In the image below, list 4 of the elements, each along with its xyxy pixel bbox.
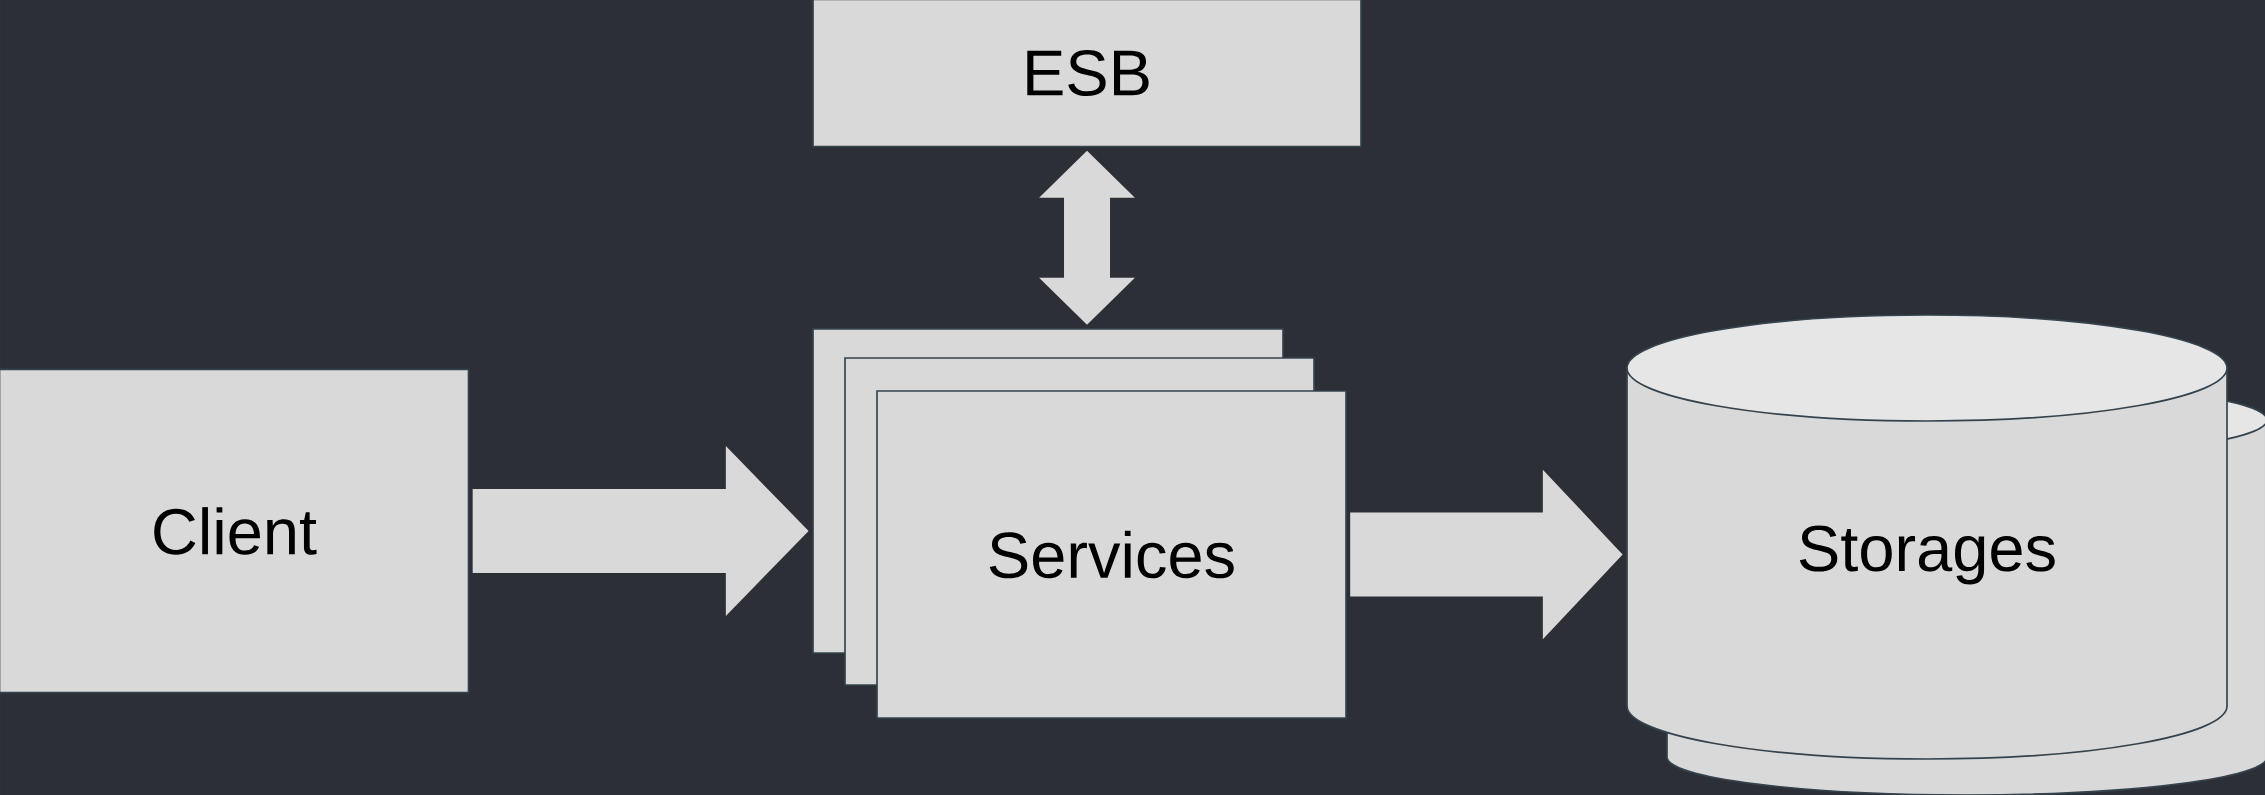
process-box: ESB xyxy=(812,0,1362,148)
process-box: Client xyxy=(0,368,470,694)
storage-cylinder: Storages xyxy=(1626,314,2265,795)
stacked-service-boxes: Services xyxy=(812,328,1347,719)
